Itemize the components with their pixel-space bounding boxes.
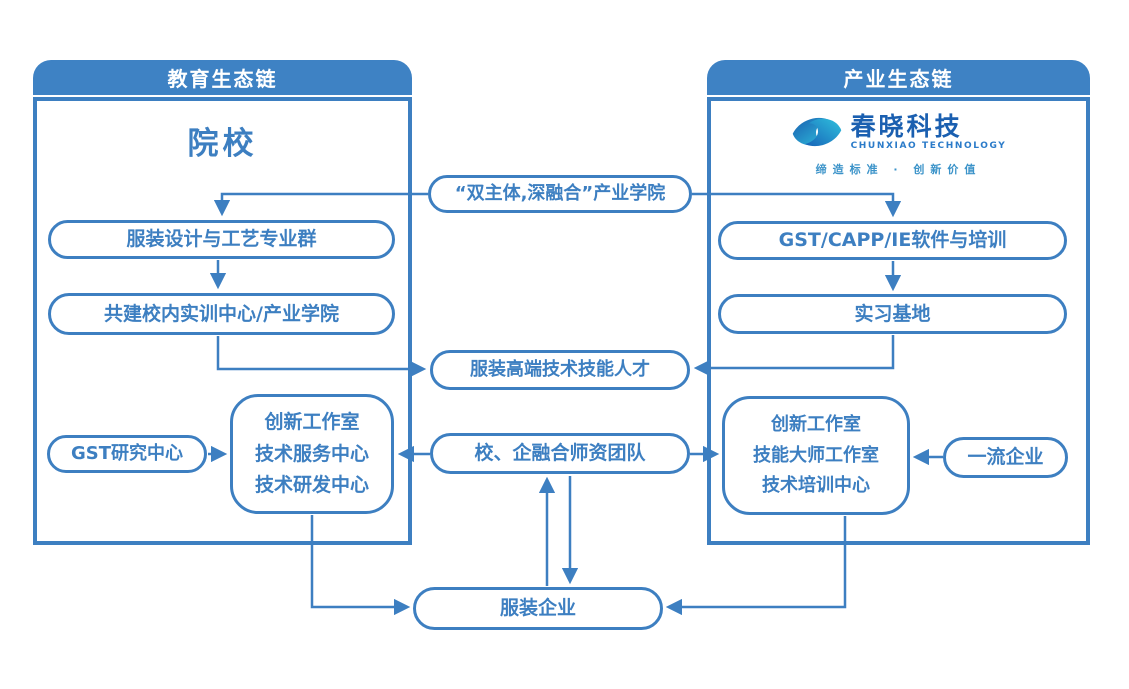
education-panel-header: 教育生态链 bbox=[33, 60, 412, 95]
logo-slogan: 缔造标准 · 创新价值 bbox=[815, 163, 982, 176]
node-garment-enterprise: 服装企业 bbox=[413, 587, 663, 630]
logo-name-en: CHUNXIAO TECHNOLOGY bbox=[850, 140, 1007, 151]
node-talent: 服装高端技术技能人才 bbox=[430, 350, 690, 390]
node-top-enterprise: 一流企业 bbox=[943, 437, 1068, 478]
education-panel-title: 院校 bbox=[187, 126, 258, 162]
node-education-centers: 创新工作室 技术服务中心 技术研发中心 bbox=[230, 394, 394, 514]
logo-name: 春晓科技 bbox=[850, 112, 963, 142]
node-industry-college: “双主体,深融合”产业学院 bbox=[428, 175, 692, 213]
industry-panel-header: 产业生态链 bbox=[707, 60, 1090, 95]
arrow-intern-to-talent bbox=[693, 335, 895, 377]
node-teacher-team: 校、企融合师资团队 bbox=[430, 433, 690, 474]
education-center-line: 技术研发中心 bbox=[254, 474, 369, 497]
arrow-college-to-software bbox=[692, 192, 902, 218]
node-software-training: GST/CAPP/IE软件与培训 bbox=[718, 221, 1067, 260]
node-industry-centers: 创新工作室 技能大师工作室 技术培训中心 bbox=[722, 396, 910, 515]
industry-center-line: 技能大师工作室 bbox=[753, 444, 879, 466]
industry-center-line: 创新工作室 bbox=[771, 414, 861, 436]
node-gst-research: GST研究中心 bbox=[47, 435, 207, 473]
education-center-line: 创新工作室 bbox=[264, 410, 360, 433]
chunxiao-logo-icon bbox=[792, 117, 841, 147]
chunxiao-logo: 春晓科技 CHUNXIAO TECHNOLOGY 缔造标准 · 创新价值 bbox=[707, 112, 1090, 177]
industry-panel-body bbox=[707, 97, 1090, 545]
arrow-indcenters-to-garment bbox=[665, 516, 847, 616]
node-internship-base: 实习基地 bbox=[718, 294, 1067, 334]
arrow-educenters-to-garment bbox=[310, 515, 411, 616]
node-major-group: 服装设计与工艺专业群 bbox=[48, 220, 395, 259]
arrow-training-to-talent bbox=[216, 336, 427, 378]
education-panel-body bbox=[33, 97, 412, 545]
education-center-line: 技术服务中心 bbox=[254, 442, 369, 465]
node-training-center: 共建校内实训中心/产业学院 bbox=[48, 293, 395, 335]
industry-center-line: 技术培训中心 bbox=[762, 475, 870, 497]
arrow-college-to-major bbox=[213, 192, 428, 217]
